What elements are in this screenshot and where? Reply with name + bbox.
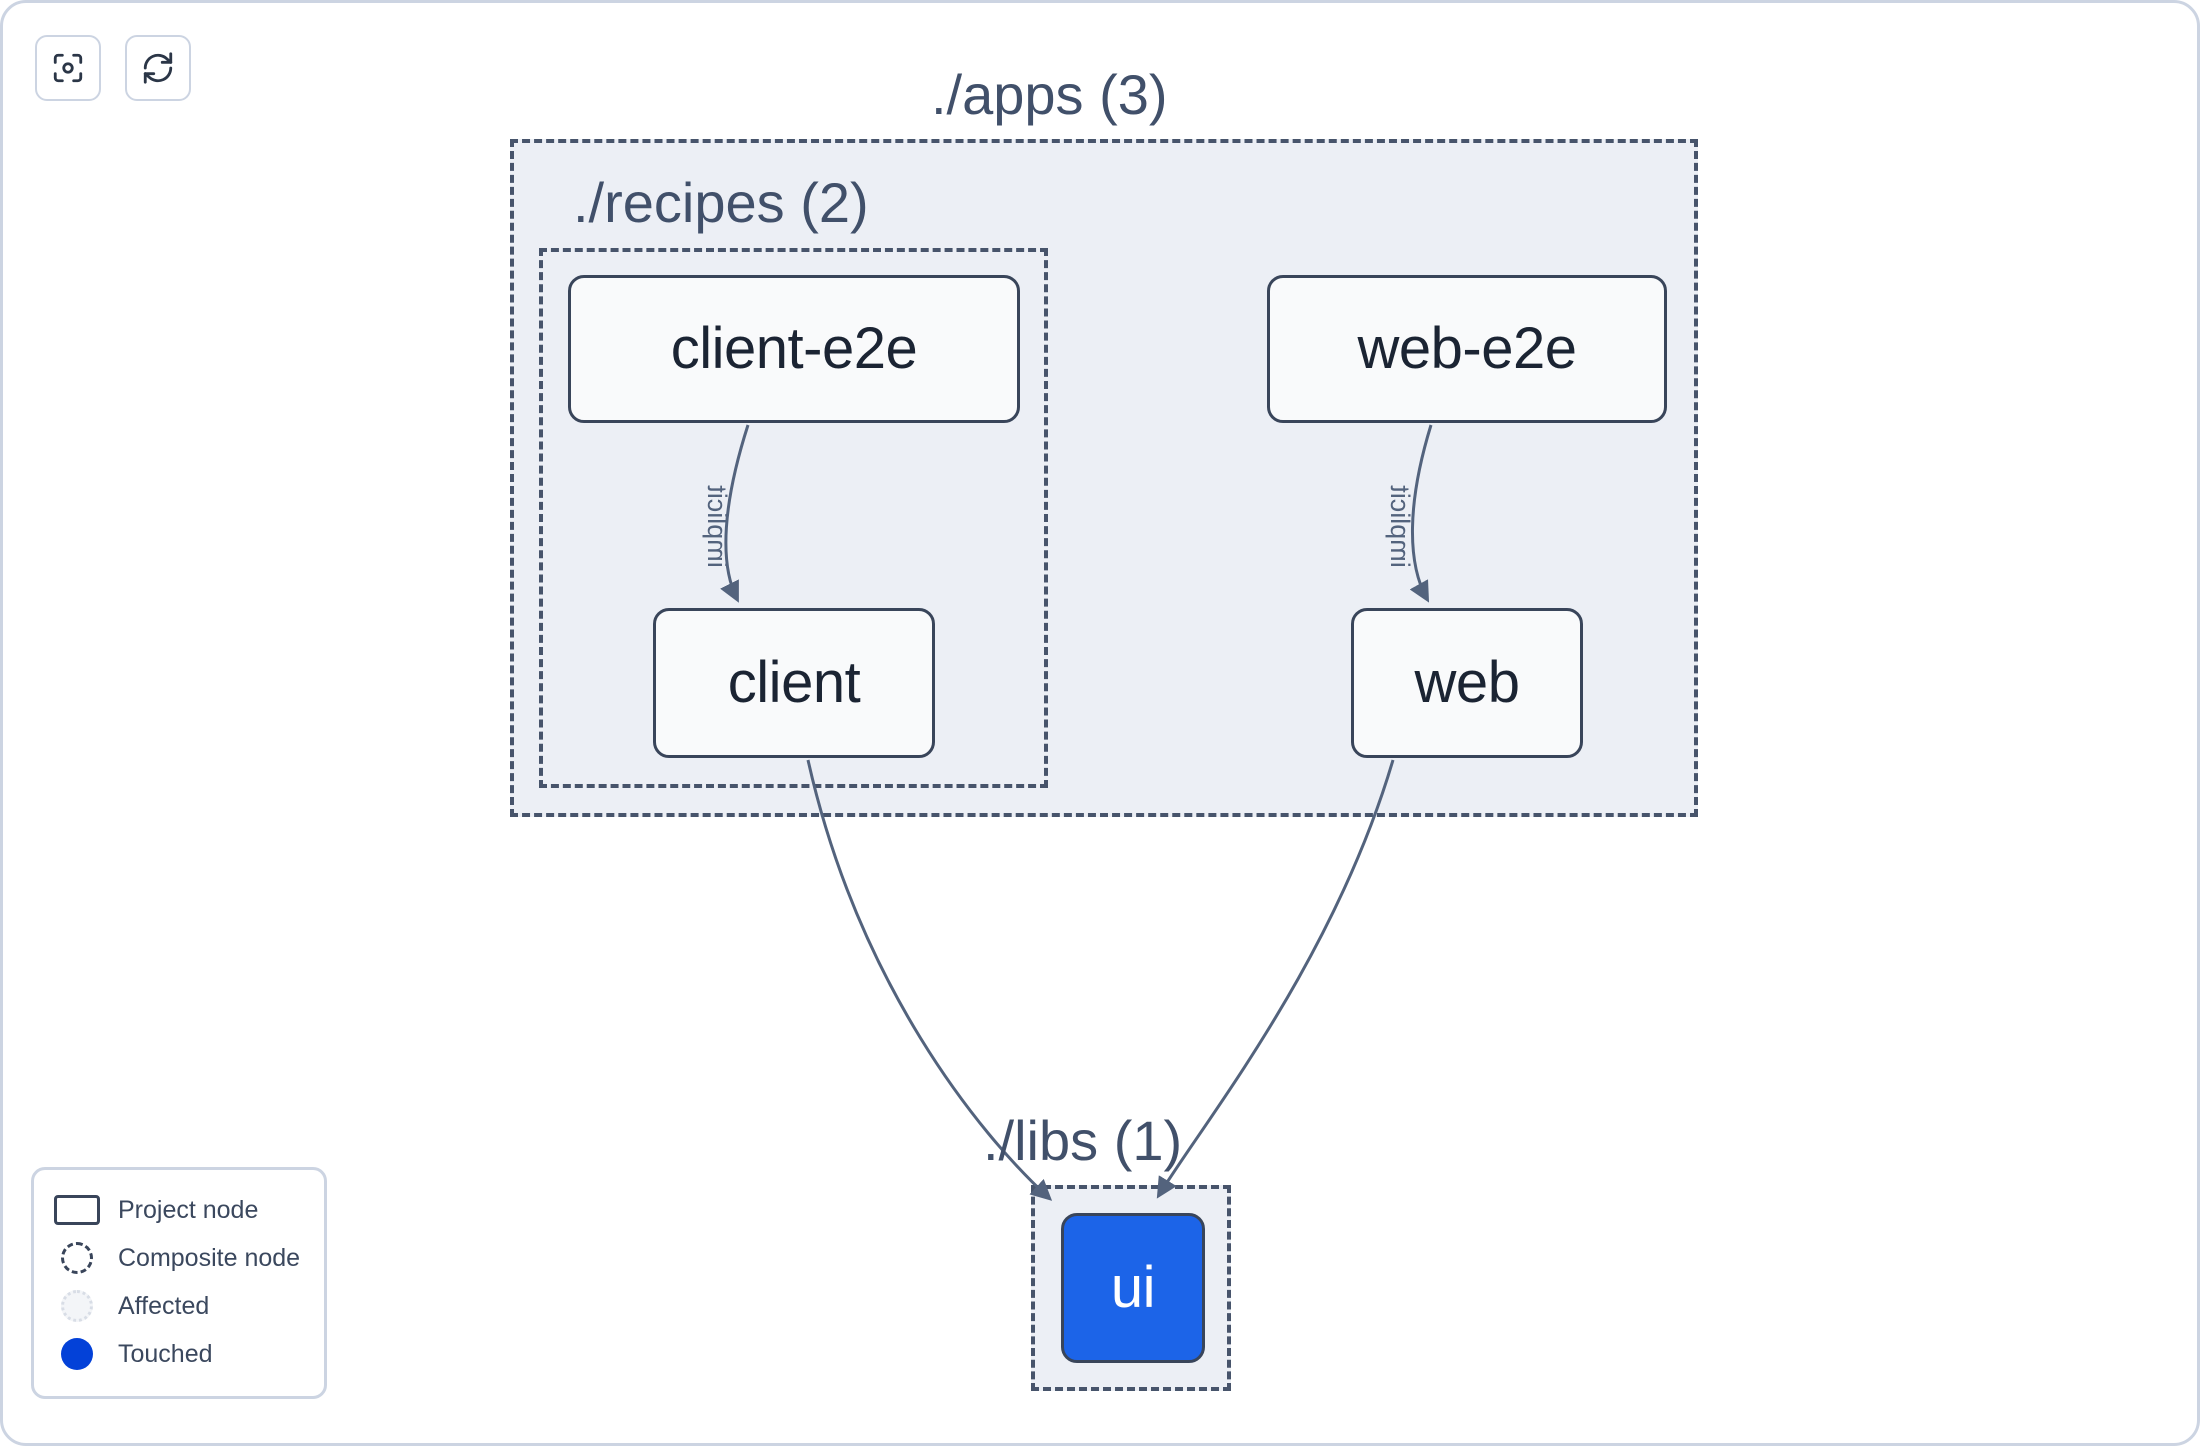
group-recipes-label: ./recipes (2): [573, 171, 869, 234]
legend-label-composite-node: Composite node: [118, 1243, 301, 1272]
refresh-graph-button[interactable]: [125, 35, 191, 101]
group-apps-label: ./apps (3): [931, 63, 1168, 126]
node-client[interactable]: client: [653, 608, 935, 758]
legend-label-affected: Affected: [118, 1291, 210, 1320]
touched-swatch: [54, 1337, 100, 1371]
legend-item-composite-node: Composite node: [54, 1234, 304, 1282]
project-graph[interactable]: ./apps (3) ./recipes (2) ./libs (1) clie…: [3, 3, 2197, 1443]
legend-label-project-node: Project node: [118, 1195, 259, 1224]
affected-swatch: [54, 1289, 100, 1323]
legend-label-touched: Touched: [118, 1339, 213, 1368]
focus-graph-button[interactable]: [35, 35, 101, 101]
refresh-sync-icon: [141, 51, 175, 85]
node-web[interactable]: web: [1351, 608, 1583, 758]
legend-item-affected: Affected: [54, 1282, 304, 1330]
focus-target-icon: [51, 51, 85, 85]
legend-item-touched: Touched: [54, 1330, 304, 1378]
node-client-e2e[interactable]: client-e2e: [568, 275, 1020, 423]
node-web-e2e[interactable]: web-e2e: [1267, 275, 1667, 423]
graph-legend: Project node Composite node Affected Tou…: [31, 1167, 327, 1399]
legend-item-project-node: Project node: [54, 1186, 304, 1234]
edge-web-to-ui: [1156, 759, 1395, 1199]
node-ui[interactable]: ui: [1061, 1213, 1205, 1363]
project-node-swatch: [54, 1193, 100, 1227]
composite-node-swatch: [54, 1241, 100, 1275]
group-libs-label: ./libs (1): [983, 1109, 1183, 1172]
graph-toolbar: [35, 35, 191, 101]
